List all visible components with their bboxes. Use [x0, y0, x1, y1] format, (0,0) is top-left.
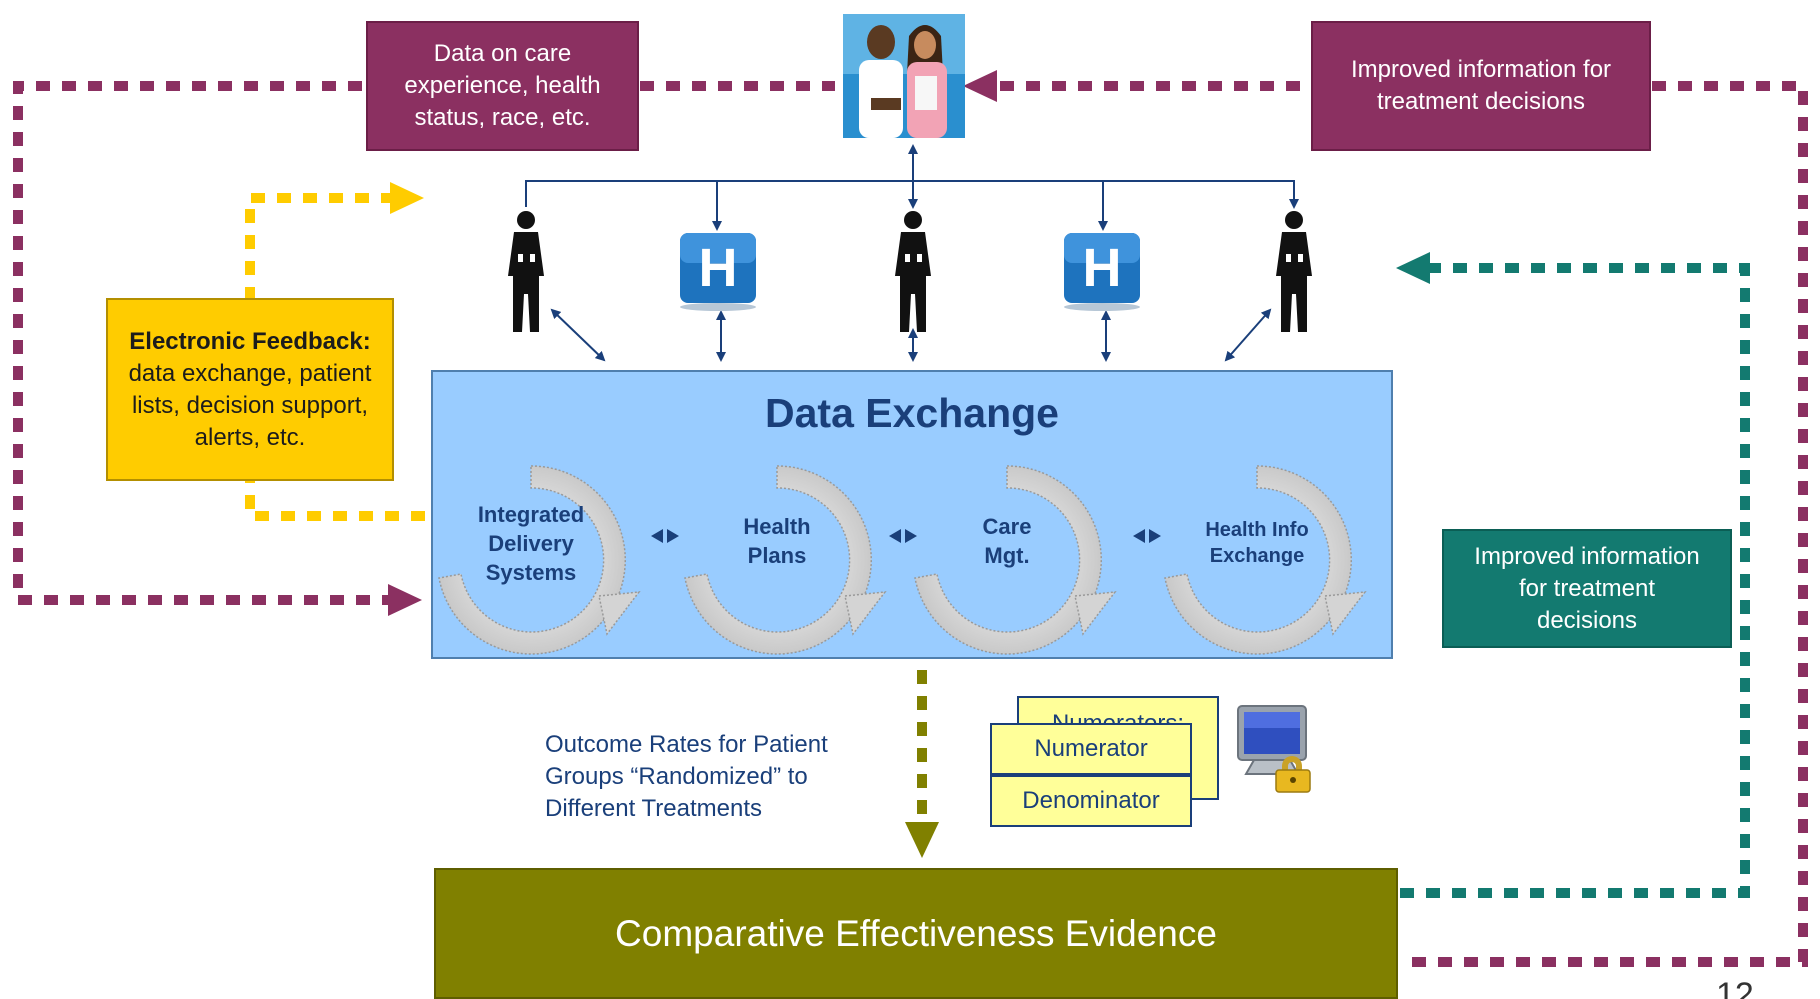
electronic-feedback-box: Electronic Feedback: data exchange, pati…: [106, 298, 394, 481]
cycle-link-arrows: [651, 529, 1161, 543]
cycle-label-health-plans: Health Plans: [743, 514, 811, 568]
gold-arrowhead: [390, 182, 424, 214]
doctor-icon: [506, 210, 546, 339]
doctor-icon: [893, 210, 933, 339]
improved-info-right-box: Improved information for treatment decis…: [1442, 529, 1732, 648]
cycle-label-care-mgt: Care Mgt.: [982, 514, 1032, 568]
hospital-icon: H: [1052, 227, 1152, 311]
provider-exchange-connectors: [550, 308, 1272, 362]
improved-info-top-box: Improved information for treatment decis…: [1311, 21, 1651, 151]
denominator-text: Denominator: [1022, 787, 1160, 814]
hospital-letter: H: [698, 238, 738, 298]
data-exchange-panel: Data Exchange Integrated Delivery System…: [431, 370, 1393, 659]
improved-info-top-text: Improved information for treatment decis…: [1350, 56, 1612, 115]
comparative-effectiveness-box: Comparative Effectiveness Evidence: [434, 868, 1398, 999]
patient-data-text: Data on care experience, health status, …: [404, 40, 601, 131]
data-exchange-title: Data Exchange: [765, 390, 1059, 436]
cycle-arrow-icon: [914, 465, 1117, 655]
improved-info-right-text: Improved information for treatment decis…: [1474, 542, 1700, 634]
maroon-feedback-loop: [13, 81, 1808, 967]
maroon-arrowhead-to-patients: [963, 70, 997, 102]
numerator-card: Numerator: [990, 723, 1192, 775]
outcome-rates-label: Outcome Rates for Patient Groups “Random…: [545, 731, 828, 822]
denominator-card: Denominator: [990, 775, 1192, 827]
doctor-icon: [1274, 210, 1314, 339]
patient-data-box: Data on care experience, health status, …: [366, 21, 639, 151]
hospital-letter: H: [1082, 238, 1122, 298]
gold-feedback-loop: [245, 193, 425, 521]
maroon-arrowhead-into-exchange: [388, 584, 422, 616]
hospital-icon: H: [668, 227, 768, 311]
teal-feedback-loop: [1400, 263, 1750, 898]
cycle-graphics: [438, 465, 1367, 655]
comparative-effectiveness-text: Comparative Effectiveness Evidence: [615, 912, 1217, 954]
numerator-text: Numerator: [1034, 735, 1148, 762]
cycle-arrow-icon: [684, 465, 887, 655]
patient-provider-connectors: [525, 144, 1299, 231]
page-number: 12: [1716, 976, 1754, 999]
computer-lock-icon: [1232, 702, 1322, 799]
cycle-arrow-icon: [438, 465, 641, 655]
cycle-arrow-icon: [1164, 465, 1367, 655]
teal-arrowhead: [1396, 252, 1430, 284]
cycle-label-integrated-delivery: Integrated Delivery Systems: [477, 502, 585, 585]
electronic-feedback-text: data exchange, patient lists, decision s…: [128, 359, 372, 451]
patients-icon: [843, 14, 965, 138]
cycle-label-health-info-exchange: Health Info Exchange: [1205, 519, 1309, 567]
electronic-feedback-heading: Electronic Feedback:: [129, 327, 371, 355]
olive-arrowhead: [905, 822, 939, 858]
